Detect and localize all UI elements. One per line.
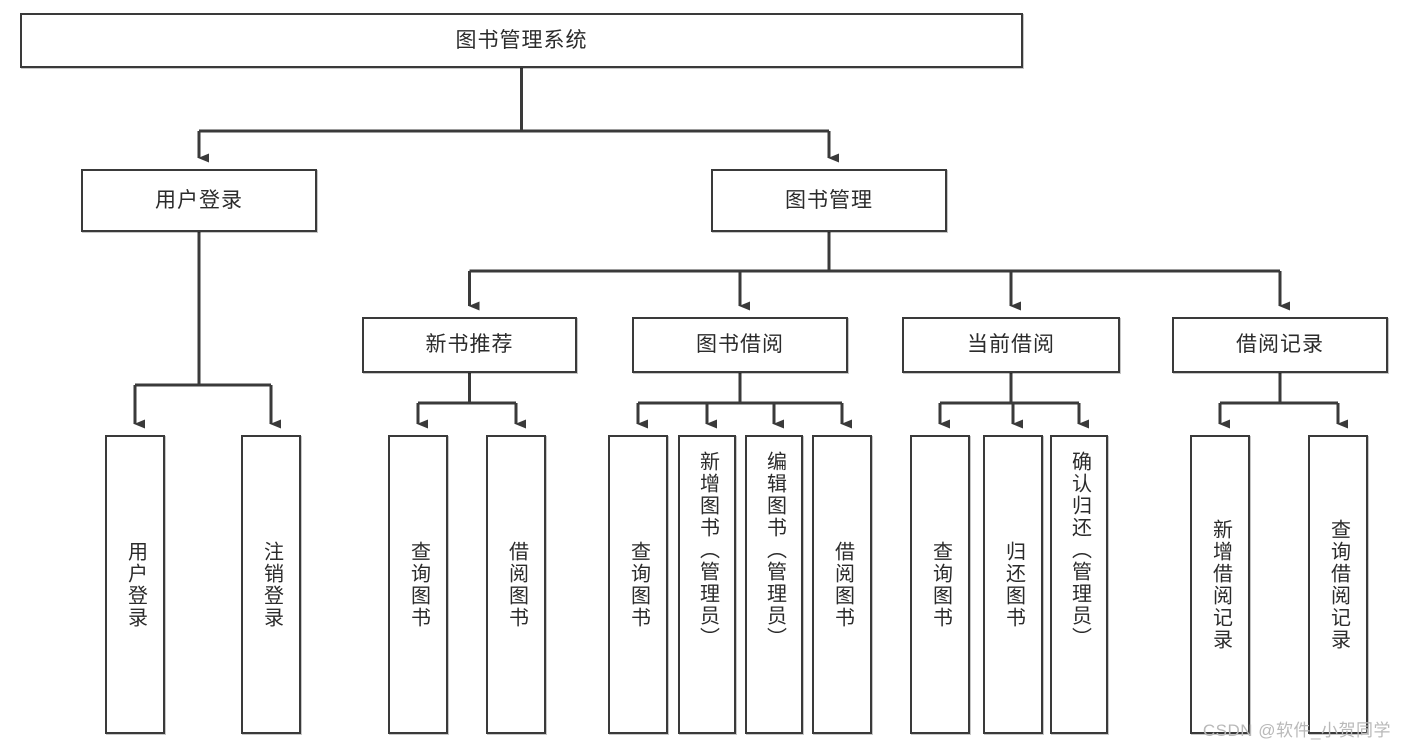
node-label: 查询借阅记录 xyxy=(1327,518,1350,651)
node-label: 借阅记录 xyxy=(1236,333,1324,357)
node-label: 用户登录 xyxy=(124,540,147,629)
node-label: 归还图书 xyxy=(1002,540,1025,629)
node-leaf-add-record[interactable]: 新增借阅记录 xyxy=(1190,435,1250,734)
node-leaf-user-logout[interactable]: 注销登录 xyxy=(241,435,301,734)
node-current-borrow[interactable]: 当前借阅 xyxy=(902,317,1120,373)
node-book-borrow[interactable]: 图书借阅 xyxy=(632,317,848,373)
node-leaf-return-book[interactable]: 归还图书 xyxy=(983,435,1043,734)
node-book-manage[interactable]: 图书管理 xyxy=(711,169,947,232)
node-leaf-confirm-return[interactable]: 确认归还（管理员） xyxy=(1050,435,1108,734)
node-label: 编辑图书（管理员） xyxy=(763,451,786,649)
node-leaf-query-book-rec[interactable]: 查询图书 xyxy=(388,435,448,734)
node-label: 当前借阅 xyxy=(967,333,1055,357)
node-leaf-query-book-borrow[interactable]: 查询图书 xyxy=(608,435,668,734)
node-leaf-query-book-current[interactable]: 查询图书 xyxy=(910,435,970,734)
node-new-book-rec[interactable]: 新书推荐 xyxy=(362,317,577,373)
node-label: 查询图书 xyxy=(929,540,952,629)
node-leaf-user-login[interactable]: 用户登录 xyxy=(105,435,165,734)
node-leaf-borrow-book[interactable]: 借阅图书 xyxy=(812,435,872,734)
node-label: 用户登录 xyxy=(155,188,243,212)
node-user-login[interactable]: 用户登录 xyxy=(81,169,317,232)
node-label: 借阅图书 xyxy=(831,540,854,629)
node-borrow-record[interactable]: 借阅记录 xyxy=(1172,317,1388,373)
node-root-system[interactable]: 图书管理系统 xyxy=(20,13,1023,68)
watermark-text: CSDN @软件_小贺同学 xyxy=(1202,721,1391,740)
node-label: 借阅图书 xyxy=(505,540,528,629)
node-label: 查询图书 xyxy=(407,540,430,629)
node-label: 图书管理系统 xyxy=(455,28,588,52)
node-label: 图书管理 xyxy=(785,188,873,212)
node-label: 确认归还（管理员） xyxy=(1068,451,1091,649)
node-leaf-add-book[interactable]: 新增图书（管理员） xyxy=(678,435,736,734)
node-label: 新增图书（管理员） xyxy=(696,451,719,649)
node-label: 新书推荐 xyxy=(425,333,514,357)
node-label: 注销登录 xyxy=(260,540,283,629)
node-leaf-query-record[interactable]: 查询借阅记录 xyxy=(1308,435,1368,734)
node-label: 图书借阅 xyxy=(696,333,784,357)
node-leaf-edit-book[interactable]: 编辑图书（管理员） xyxy=(745,435,803,734)
node-label: 新增借阅记录 xyxy=(1209,518,1232,651)
node-leaf-borrow-book-rec[interactable]: 借阅图书 xyxy=(486,435,546,734)
node-label: 查询图书 xyxy=(627,540,650,629)
